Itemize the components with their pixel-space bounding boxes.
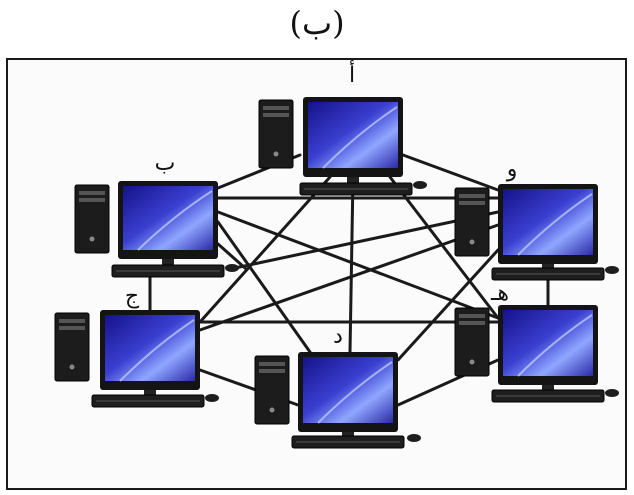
network-cable <box>233 210 500 270</box>
node-label-j: ج <box>125 284 140 309</box>
drive-bay <box>259 369 285 373</box>
network-cable <box>198 175 332 324</box>
monitor-screen <box>503 310 593 376</box>
drive-bay <box>79 198 105 202</box>
computers-layer <box>54 97 619 449</box>
drive-bay <box>459 321 485 325</box>
power-button-icon <box>469 239 475 245</box>
pc-tower-icon <box>258 99 294 169</box>
computer-d <box>254 352 421 449</box>
monitor-screen <box>303 357 393 423</box>
screen-glare <box>322 106 398 169</box>
power-button-icon <box>69 364 75 370</box>
computer-w <box>454 184 619 281</box>
power-button-icon <box>269 407 275 413</box>
drive-bay <box>59 326 85 330</box>
drive-bay <box>459 314 485 318</box>
computer-a <box>258 97 427 196</box>
pc-tower-icon <box>454 187 490 257</box>
network-cable <box>396 248 500 362</box>
mouse-icon <box>407 434 421 442</box>
screen-glare <box>119 319 195 382</box>
pc-tower-icon <box>254 355 290 425</box>
drive-bay <box>59 319 85 323</box>
monitor-stand <box>542 385 554 393</box>
monitor-stand <box>162 259 174 267</box>
monitor-stand <box>347 177 359 185</box>
mouse-icon <box>605 389 619 397</box>
mouse-icon <box>225 264 239 272</box>
node-label-h: هـ <box>490 281 509 306</box>
screen-glare <box>137 190 213 251</box>
drive-bay <box>263 113 289 117</box>
computer-h <box>454 305 619 403</box>
power-button-icon <box>273 151 279 157</box>
node-labels-layer: أ ب ج د هـ و <box>125 60 517 349</box>
screen-glare <box>517 314 593 377</box>
computer-b <box>74 181 239 278</box>
mouse-icon <box>605 266 619 274</box>
drive-bay <box>459 194 485 198</box>
network-cables <box>148 153 550 407</box>
monitor-screen <box>503 189 593 255</box>
mouse-icon <box>205 394 219 402</box>
power-button-icon <box>89 236 95 242</box>
mouse-icon <box>413 181 427 189</box>
pc-tower-icon <box>74 184 110 254</box>
pc-tower-icon <box>54 312 90 382</box>
pc-tower-icon <box>454 307 490 377</box>
monitor-screen <box>105 315 195 381</box>
power-button-icon <box>469 359 475 365</box>
node-label-b: ب <box>155 151 176 176</box>
monitor-screen <box>308 102 398 168</box>
node-label-w: و <box>506 157 518 182</box>
network-cable <box>216 242 247 270</box>
network-cable <box>216 220 312 354</box>
drive-bay <box>263 106 289 110</box>
node-label-a: أ <box>349 60 355 88</box>
computer-j <box>54 310 219 408</box>
network-cable <box>198 223 500 332</box>
node-label-d: د <box>333 324 343 349</box>
drive-bay <box>259 362 285 366</box>
network-cable <box>388 175 500 320</box>
drive-bay <box>79 191 105 195</box>
drive-bay <box>459 201 485 205</box>
figure-caption: (ب) <box>289 4 345 42</box>
monitor-screen <box>123 186 213 250</box>
screen-glare <box>517 193 593 256</box>
screen-glare <box>317 361 393 424</box>
network-cable <box>401 153 500 192</box>
monitor-stand <box>144 390 156 398</box>
